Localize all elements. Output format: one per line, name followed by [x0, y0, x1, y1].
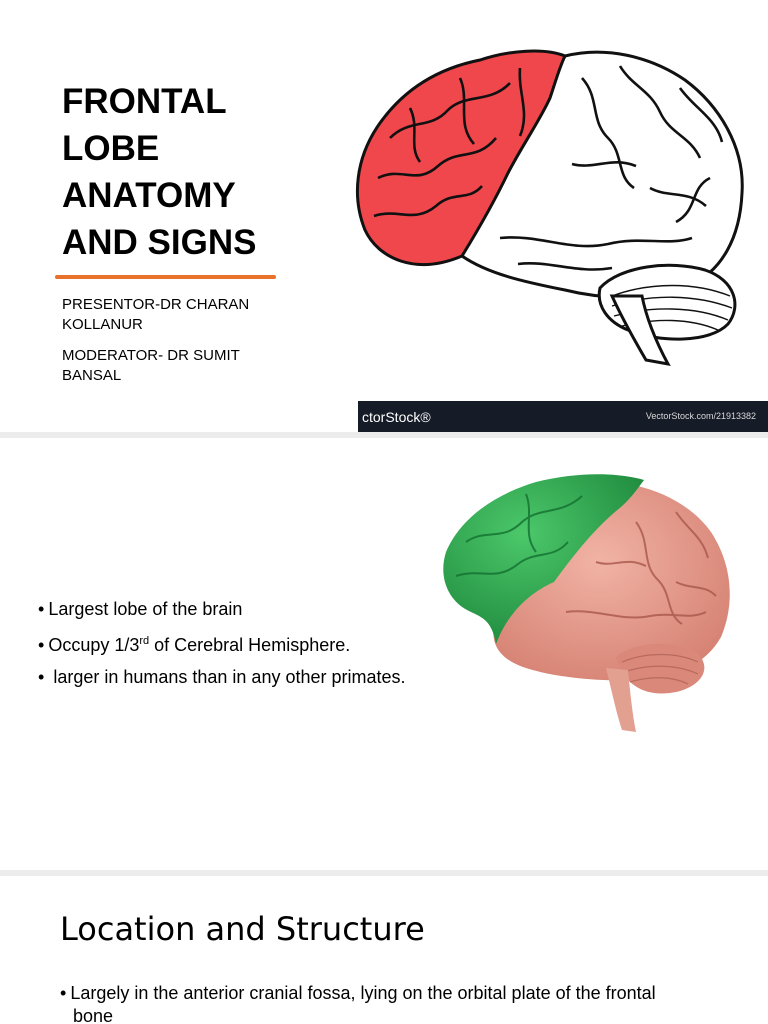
slide-separator — [0, 432, 768, 438]
location-bullets: Largely in the anterior cranial fossa, l… — [60, 982, 700, 1024]
slide-separator — [0, 870, 768, 876]
title-line: FRONTAL — [62, 82, 227, 121]
title-underline — [55, 275, 276, 279]
brain-lateral-illustration — [355, 49, 744, 367]
presenter-name: PRESENTOR-DR CHARAN KOLLANUR — [62, 296, 250, 333]
list-item: Largest lobe of the brain — [38, 593, 406, 625]
slide-heading: Location and Structure — [60, 910, 425, 948]
title-line: LOBE — [62, 129, 160, 168]
frontal-gyri-lines — [373, 67, 526, 218]
frontal-gyri-lines — [455, 493, 583, 577]
list-item: larger in humans than in any other prima… — [38, 661, 405, 693]
overview-bullets: Largest lobe of the brain Occupy 1/3rd o… — [38, 593, 406, 693]
frontal-lobe-region — [443, 474, 644, 644]
brainstem — [609, 294, 671, 367]
stock-image-id: VectorStock.com/21913382 — [645, 411, 756, 421]
moderator-name: MODERATOR- DR SUMIT BANSAL — [62, 347, 240, 384]
brainstem — [606, 668, 636, 732]
cerebellum-folia — [621, 653, 699, 685]
frontal-lobe-region — [355, 49, 568, 266]
brain-body — [493, 481, 730, 681]
superscript: rd — [139, 635, 150, 647]
slide-title: FRONTAL LOBE ANATOMY AND SIGNS — [62, 78, 322, 266]
image-credit-bar: ctorStock® VectorStock.com/21913382 — [358, 401, 768, 432]
brain-sulci-lines — [565, 511, 717, 625]
brain-3d-illustration — [443, 474, 730, 732]
location-structure-slide: Location and Structure Largely in the an… — [0, 876, 768, 1024]
parietal-gyri-lines — [499, 65, 724, 271]
overview-slide: Largest lobe of the brain Occupy 1/3rd o… — [0, 438, 768, 870]
list-item: Occupy 1/3rd of Cerebral Hemisphere. — [38, 625, 406, 661]
title-slide: FRONTAL LOBE ANATOMY AND SIGNS PRESENTOR… — [0, 0, 768, 432]
list-item: Largely in the anterior cranial fossa, l… — [60, 982, 700, 1024]
title-line: ANATOMY — [62, 176, 236, 215]
title-line: AND SIGNS — [62, 223, 257, 262]
stock-logo: ctorStock® — [362, 409, 431, 425]
